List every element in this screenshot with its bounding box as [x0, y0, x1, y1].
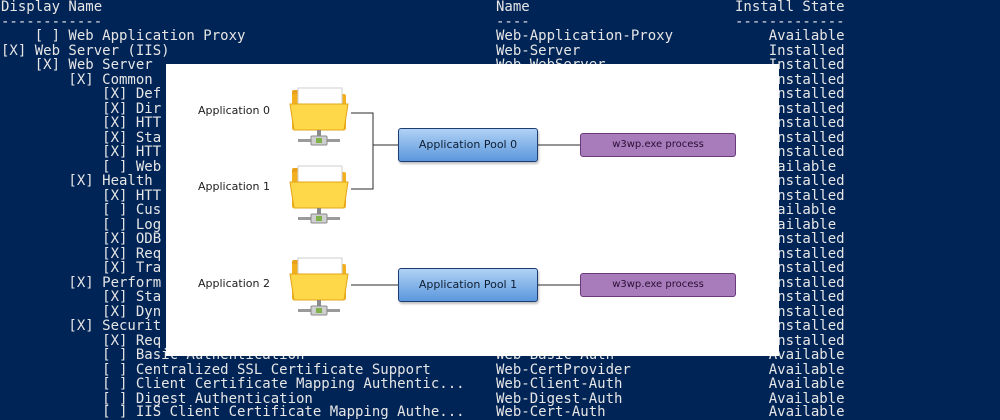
application-label: Application 0 — [198, 104, 270, 118]
connector-app0-app1 — [351, 113, 373, 189]
feature-display-name: [X] HTT — [1, 189, 161, 204]
feature-display-name: [X] Sta — [1, 131, 161, 146]
app-pool-diagram: Application 0 Application 1 Application … — [166, 64, 779, 356]
feature-display-name: [X] Sta — [1, 290, 161, 305]
feature-name: Web-Application-Proxy — [496, 29, 673, 44]
feature-display-name: [ ] Log — [1, 218, 161, 233]
separator-row: ------------ ---- ------------- — [0, 15, 1000, 30]
feature-display-name: [X] Web Server (IIS) — [1, 44, 170, 59]
application-pool-box: Application Pool 1 — [398, 268, 538, 302]
feature-display-name: [X] HTT — [1, 145, 161, 160]
feature-display-name: [ ] IIS Client Certificate Mapping Authe… — [1, 405, 465, 420]
separator-name: ---- — [496, 15, 530, 30]
worker-process-box: w3wp.exe process — [580, 273, 736, 297]
separator-install-state: ------------- — [735, 15, 845, 30]
application-label: Application 1 — [198, 180, 270, 194]
feature-install-state: Installed — [735, 44, 845, 59]
feature-display-name: [X] Dyn — [1, 305, 161, 320]
header-name: Name — [496, 0, 530, 15]
feature-display-name: [X] Common — [1, 73, 153, 88]
application-pool-box: Application Pool 0 — [398, 128, 538, 162]
feature-display-name: [X] Def — [1, 87, 161, 102]
feature-name: Web-Cert-Auth — [496, 405, 606, 420]
feature-display-name: [X] Tra — [1, 261, 161, 276]
feature-install-state: Available — [735, 377, 845, 392]
application-label: Application 2 — [198, 277, 270, 291]
feature-display-name: [X] Perform — [1, 276, 161, 291]
feature-name: Web-Client-Auth — [496, 377, 622, 392]
feature-display-name: [X] Health — [1, 174, 153, 189]
header-display-name: Display Name — [1, 0, 102, 15]
feature-display-name: [X] Req — [1, 334, 161, 349]
feature-row: [ ] Centralized SSL Certificate Support W… — [0, 363, 1000, 378]
feature-row: [ ] Client Certificate Mapping Authentic… — [0, 377, 1000, 392]
feature-display-name: [X] Web Server — [1, 58, 153, 73]
feature-row: [X] Web Server (IIS) Web-Server Installed — [0, 44, 1000, 59]
worker-process-box: w3wp.exe process — [580, 133, 736, 157]
network-folder-icon — [286, 78, 352, 150]
feature-display-name: [X] Req — [1, 247, 161, 262]
feature-name: Web-CertProvider — [496, 363, 631, 378]
feature-install-state: Available — [735, 405, 845, 420]
feature-display-name: [ ] Client Certificate Mapping Authentic… — [1, 377, 465, 392]
feature-display-name: [X] Dir — [1, 102, 161, 117]
network-folder-icon — [286, 248, 352, 320]
network-folder-icon — [286, 156, 352, 228]
feature-display-name: [X] ODB — [1, 232, 161, 247]
feature-install-state: Available — [735, 29, 845, 44]
feature-display-name: [ ] Web — [1, 160, 161, 175]
header-install-state: Install State — [735, 0, 845, 15]
feature-name: Web-Server — [496, 44, 580, 59]
feature-display-name: [X] Securit — [1, 319, 161, 334]
feature-row: [ ] Web Application Proxy Web-Application… — [0, 29, 1000, 44]
column-header-row: Display Name Name Install State — [0, 0, 1000, 15]
feature-display-name: [ ] Cus — [1, 203, 161, 218]
separator-display-name: ------------ — [1, 15, 102, 30]
feature-row: [ ] IIS Client Certificate Mapping Authe… — [0, 405, 1000, 420]
feature-display-name: [ ] Web Application Proxy — [1, 29, 245, 44]
feature-display-name: [X] HTT — [1, 116, 161, 131]
feature-display-name: [ ] Centralized SSL Certificate Support — [1, 363, 431, 378]
feature-install-state: Available — [735, 363, 845, 378]
